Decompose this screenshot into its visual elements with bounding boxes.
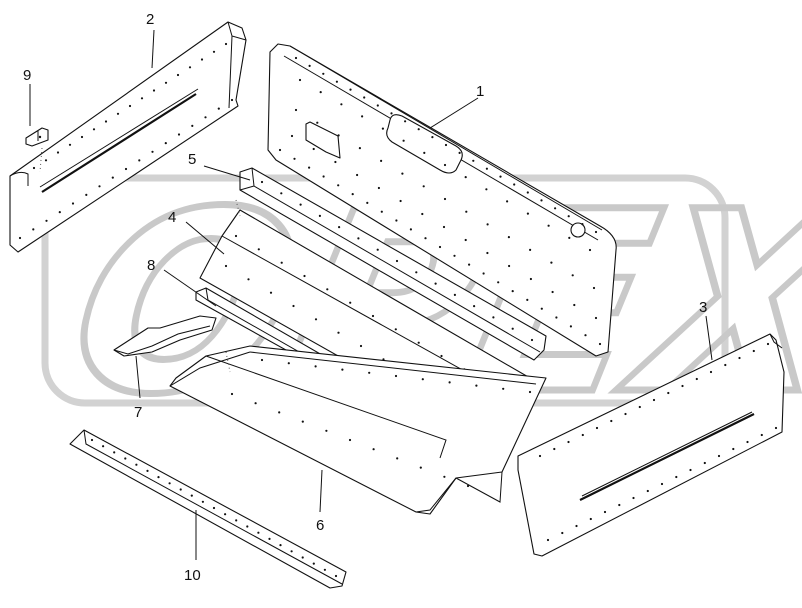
part-9-bracket[interactable] [25, 127, 49, 147]
part-3-right-side-panel[interactable] [517, 333, 785, 557]
callout-5: 5 [188, 151, 196, 168]
callout-4: 4 [168, 209, 176, 226]
leader-5 [203, 165, 251, 181]
callout-9: 9 [23, 67, 31, 84]
callout-2: 2 [146, 11, 154, 28]
leader-7 [135, 355, 141, 399]
part-1-back-panel[interactable] [267, 43, 617, 357]
leader-3 [705, 315, 713, 361]
leader-8 [163, 269, 217, 307]
leader-2 [151, 29, 155, 69]
callout-1: 1 [476, 83, 484, 100]
part-10-bottom-strip[interactable] [69, 429, 347, 589]
part-7-deflector[interactable] [113, 315, 217, 357]
part-6-lower-trough[interactable] [169, 345, 547, 515]
callout-6: 6 [316, 517, 324, 534]
part-2-left-side-panel[interactable] [9, 21, 247, 253]
leader-6 [319, 469, 323, 513]
callout-7: 7 [134, 404, 142, 421]
callout-3: 3 [699, 299, 707, 316]
leader-1 [429, 97, 479, 129]
callout-8: 8 [147, 257, 155, 274]
leader-lines [29, 29, 713, 560]
callout-labels: 1 2 3 4 5 6 7 8 9 10 [23, 11, 707, 584]
callout-10: 10 [184, 567, 201, 584]
part-5-angle-rail[interactable] [239, 167, 547, 361]
leader-4 [185, 221, 225, 255]
